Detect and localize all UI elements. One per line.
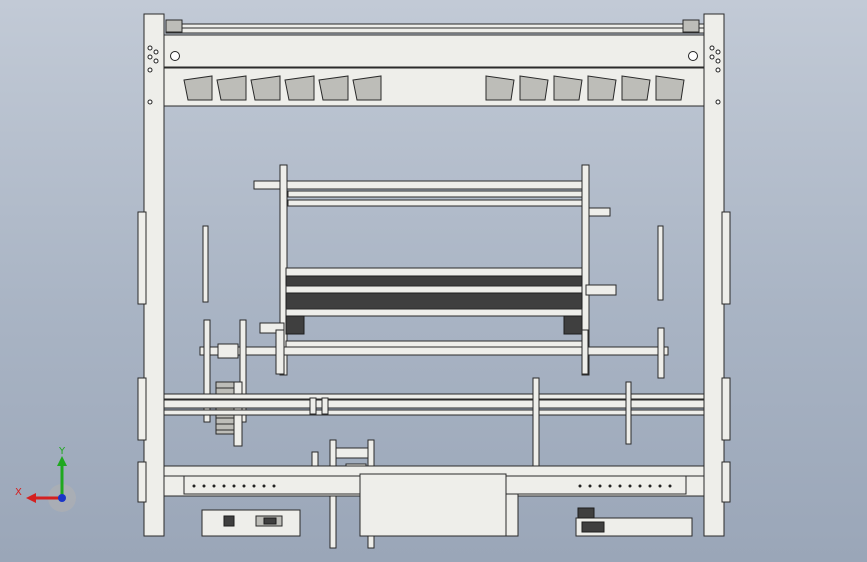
side-plate-left [202, 225, 209, 303]
mount-hole-left [170, 51, 180, 61]
triad-x-label: X [15, 487, 22, 498]
triad-z-axis [58, 494, 66, 502]
rail-holes-right [578, 484, 672, 488]
drive-shaft [199, 319, 669, 423]
perforated-cross-beam [163, 67, 705, 107]
upper-roller-cage [253, 164, 611, 376]
triad-y-arrow [57, 456, 67, 466]
triad-y-label: Y [58, 446, 66, 457]
top-rod-clamp-left [165, 19, 183, 33]
dark-roller [259, 267, 617, 335]
electronics-module [201, 509, 301, 537]
orientation-triad: Y X [15, 446, 76, 512]
controller-module [575, 507, 693, 537]
side-plate-right [657, 225, 664, 301]
left-side-frame [137, 13, 165, 537]
motor-box-bracket [505, 493, 519, 537]
mount-hole-right [688, 51, 698, 61]
triad-x-arrow [26, 493, 36, 503]
upper-frame-bar [163, 34, 705, 68]
rail-holes-left [192, 484, 276, 488]
middle-shaft [163, 377, 705, 469]
motor-box [359, 473, 507, 537]
right-side-frame [703, 13, 731, 537]
top-rod-clamp-right [682, 19, 700, 33]
